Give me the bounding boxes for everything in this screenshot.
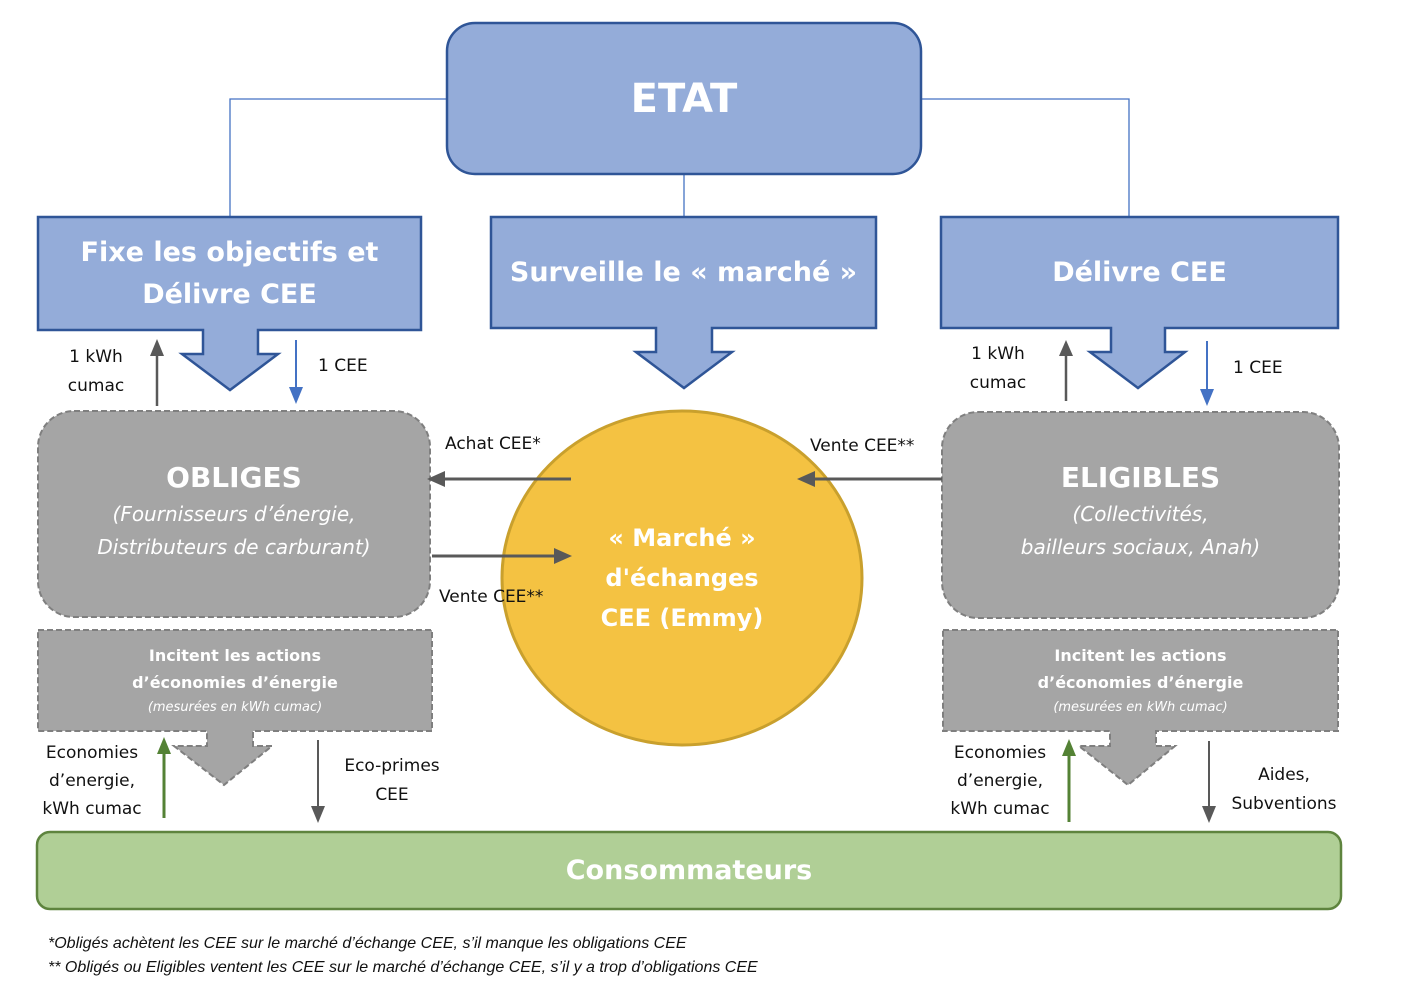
- footnote-2: ** Obligés ou Eligibles ventent les CEE …: [48, 959, 758, 976]
- eligibles-title: ELIGIBLES: [1060, 461, 1221, 494]
- role-box-right: [939, 215, 1340, 390]
- role-center-label: Surveille le « marché »: [491, 217, 876, 328]
- incite-box-left: [37, 629, 433, 787]
- eligibles-text: ELIGIBLES (Collectivités, bailleurs soci…: [942, 458, 1339, 578]
- label-left-cee-text: 1 CEE: [318, 356, 368, 376]
- arrow-achat-cee: [427, 471, 571, 487]
- label-vente-cee-eligibles: Vente CEE**: [810, 432, 914, 461]
- role-left-line2: Délivre CEE: [142, 279, 317, 310]
- market-text: « Marché » d'échanges CEE (Emmy): [562, 515, 802, 641]
- label-ecoprimes-line2: CEE: [375, 785, 409, 805]
- label-aides: Aides, Subventions: [1222, 761, 1346, 819]
- label-left-economies-line1: Economies: [45, 743, 139, 763]
- arrow-right-cee-down: [1200, 341, 1214, 406]
- arrow-left-kwh-up: [150, 339, 164, 406]
- incite-box-right: [942, 629, 1339, 787]
- arrow-right-economies-up: [1062, 739, 1076, 822]
- label-right-kwh-line1: 1 kWh: [971, 344, 1025, 364]
- arrow-left-economies-up: [157, 737, 171, 818]
- etat-label: ETAT: [630, 75, 738, 122]
- label-right-kwh-line2: cumac: [969, 373, 1027, 393]
- incite-right-text: Incitent les actions d’économies d’énerg…: [943, 642, 1338, 722]
- role-center-text: Surveille le « marché »: [509, 257, 858, 288]
- label-right-cee: 1 CEE: [1233, 354, 1283, 383]
- label-aides-line1: Aides,: [1258, 765, 1310, 785]
- incite-left-line1: Incitent les actions: [148, 646, 322, 665]
- incite-left-text: Incitent les actions d’économies d’énerg…: [38, 642, 432, 722]
- label-vente-cee-obliges-text: Vente CEE**: [439, 587, 544, 607]
- market-line3: CEE (Emmy): [600, 604, 764, 632]
- label-aides-line2: Subventions: [1231, 794, 1337, 814]
- consumers-label-wrap: Consommateurs: [37, 832, 1341, 909]
- eligibles-line1: (Collectivités,: [1072, 502, 1209, 526]
- footnote-1: *Obligés achètent les CEE sur le marché …: [48, 935, 687, 952]
- incite-right-line2: d’économies d’énergie: [1037, 673, 1244, 692]
- label-ecoprimes: Eco-primes CEE: [332, 752, 452, 810]
- arrow-right-aides-down: [1202, 741, 1216, 823]
- label-ecoprimes-line1: Eco-primes: [344, 756, 440, 776]
- label-right-kwh: 1 kWh cumac: [958, 340, 1038, 398]
- label-right-cee-text: 1 CEE: [1233, 358, 1283, 378]
- incite-right-line1: Incitent les actions: [1054, 646, 1227, 665]
- arrow-left-ecoprimes-down: [311, 740, 325, 823]
- label-left-kwh-line1: 1 kWh: [69, 347, 123, 367]
- label-right-economies-line3: kWh cumac: [950, 799, 1050, 819]
- label-vente-cee-obliges: Vente CEE**: [439, 583, 543, 612]
- arrow-vente-cee-eligibles: [797, 471, 942, 487]
- eligibles-line2: bailleurs sociaux, Anah): [1020, 535, 1261, 559]
- consumers-label: Consommateurs: [565, 855, 813, 886]
- arrow-left-cee-down: [289, 340, 303, 404]
- role-left-line1: Fixe les objectifs et: [80, 237, 379, 268]
- consumers-box: [35, 830, 1343, 911]
- role-box-left: [36, 215, 423, 392]
- label-left-kwh: 1 kWh cumac: [56, 343, 136, 401]
- obliges-line2: Distributeurs de carburant): [97, 535, 371, 559]
- incite-left-line3: (mesurées en kWh cumac): [147, 700, 323, 715]
- etat-label-wrap: ETAT: [447, 23, 921, 174]
- role-left-label: Fixe les objectifs et Délivre CEE: [38, 228, 421, 320]
- obliges-box: [37, 410, 431, 618]
- role-right-text: Délivre CEE: [1052, 257, 1227, 288]
- etat-box: [445, 21, 923, 176]
- arrow-right-kwh-up: [1059, 340, 1073, 401]
- label-right-economies-line2: d’energie,: [957, 771, 1043, 791]
- label-right-economies-line1: Economies: [953, 743, 1047, 763]
- market-circle: [500, 409, 864, 747]
- label-left-kwh-line2: cumac: [67, 376, 125, 396]
- label-right-economies: Economies d’energie, kWh cumac: [938, 739, 1062, 823]
- obliges-text: OBLIGES (Fournisseurs d’énergie, Distrib…: [38, 458, 430, 578]
- role-right-label: Délivre CEE: [941, 217, 1338, 328]
- incite-right-line3: (mesurées en kWh cumac): [1053, 700, 1228, 715]
- label-achat-cee-text: Achat CEE*: [445, 434, 541, 454]
- obliges-line1: (Fournisseurs d’énergie,: [112, 502, 356, 526]
- role-box-center: [489, 215, 878, 390]
- eligibles-box: [941, 411, 1340, 619]
- label-achat-cee: Achat CEE*: [445, 430, 541, 459]
- label-left-economies-line3: kWh cumac: [42, 799, 142, 819]
- arrow-vente-cee-obliges: [432, 548, 572, 564]
- label-left-cee: 1 CEE: [318, 352, 368, 381]
- label-vente-cee-eligibles-text: Vente CEE**: [810, 436, 915, 456]
- label-left-economies: Economies d’energie, kWh cumac: [30, 739, 154, 823]
- label-left-economies-line2: d’energie,: [49, 771, 135, 791]
- market-line2: d'échanges: [605, 564, 759, 592]
- connector-etat-right: [921, 98, 1130, 217]
- incite-left-line2: d’économies d’énergie: [132, 673, 338, 692]
- market-line1: « Marché »: [608, 524, 756, 552]
- obliges-title: OBLIGES: [166, 461, 302, 494]
- connector-etat-left: [229, 98, 447, 217]
